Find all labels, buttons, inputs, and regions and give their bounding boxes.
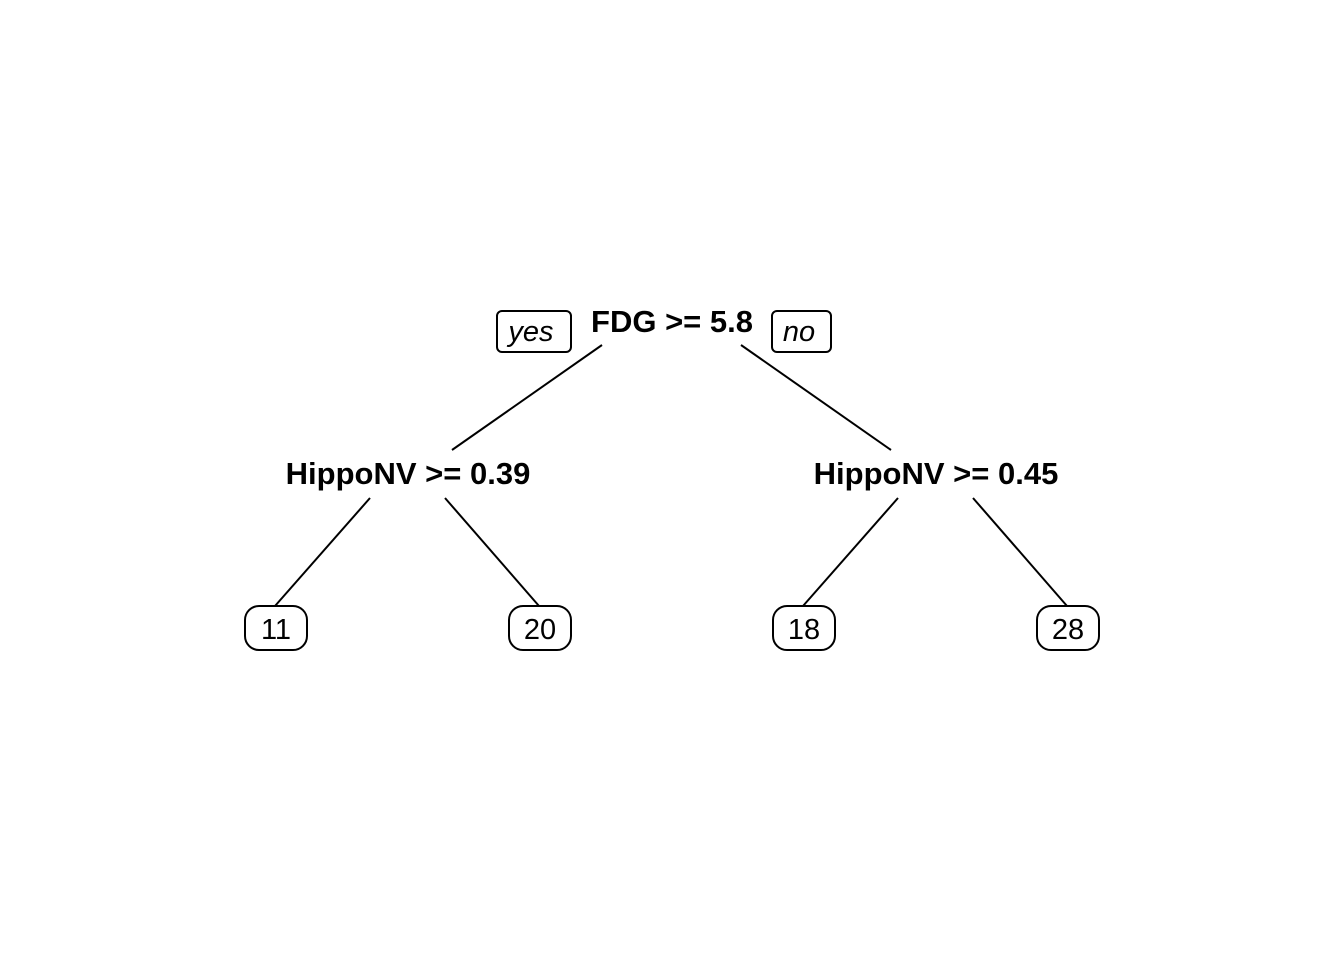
no-label: no <box>783 316 815 348</box>
leaf-node: 28 <box>1036 605 1100 651</box>
leaf-node: 18 <box>772 605 836 651</box>
no-branch-box: no <box>771 310 832 353</box>
root-split-label: FDG >= 5.8 <box>591 304 753 339</box>
leaf-node: 20 <box>508 605 572 651</box>
yes-label: yes <box>506 316 553 348</box>
yes-branch-box: yes <box>496 310 572 353</box>
right-split-label: HippoNV >= 0.45 <box>814 456 1059 491</box>
edge-right-leaf-2 <box>972 497 1068 607</box>
leaf-value: 18 <box>788 614 820 646</box>
leaf-value: 11 <box>261 614 291 646</box>
leaf-value: 28 <box>1052 614 1084 646</box>
edge-root-left <box>451 344 603 451</box>
edge-right-leaf-1 <box>802 497 899 607</box>
left-split-label: HippoNV >= 0.39 <box>286 456 531 491</box>
leaf-node: 11 <box>244 605 308 651</box>
edge-left-leaf-2 <box>444 497 540 607</box>
leaf-value: 20 <box>524 614 556 646</box>
edge-left-leaf-1 <box>274 497 371 607</box>
edge-root-right <box>740 344 892 451</box>
